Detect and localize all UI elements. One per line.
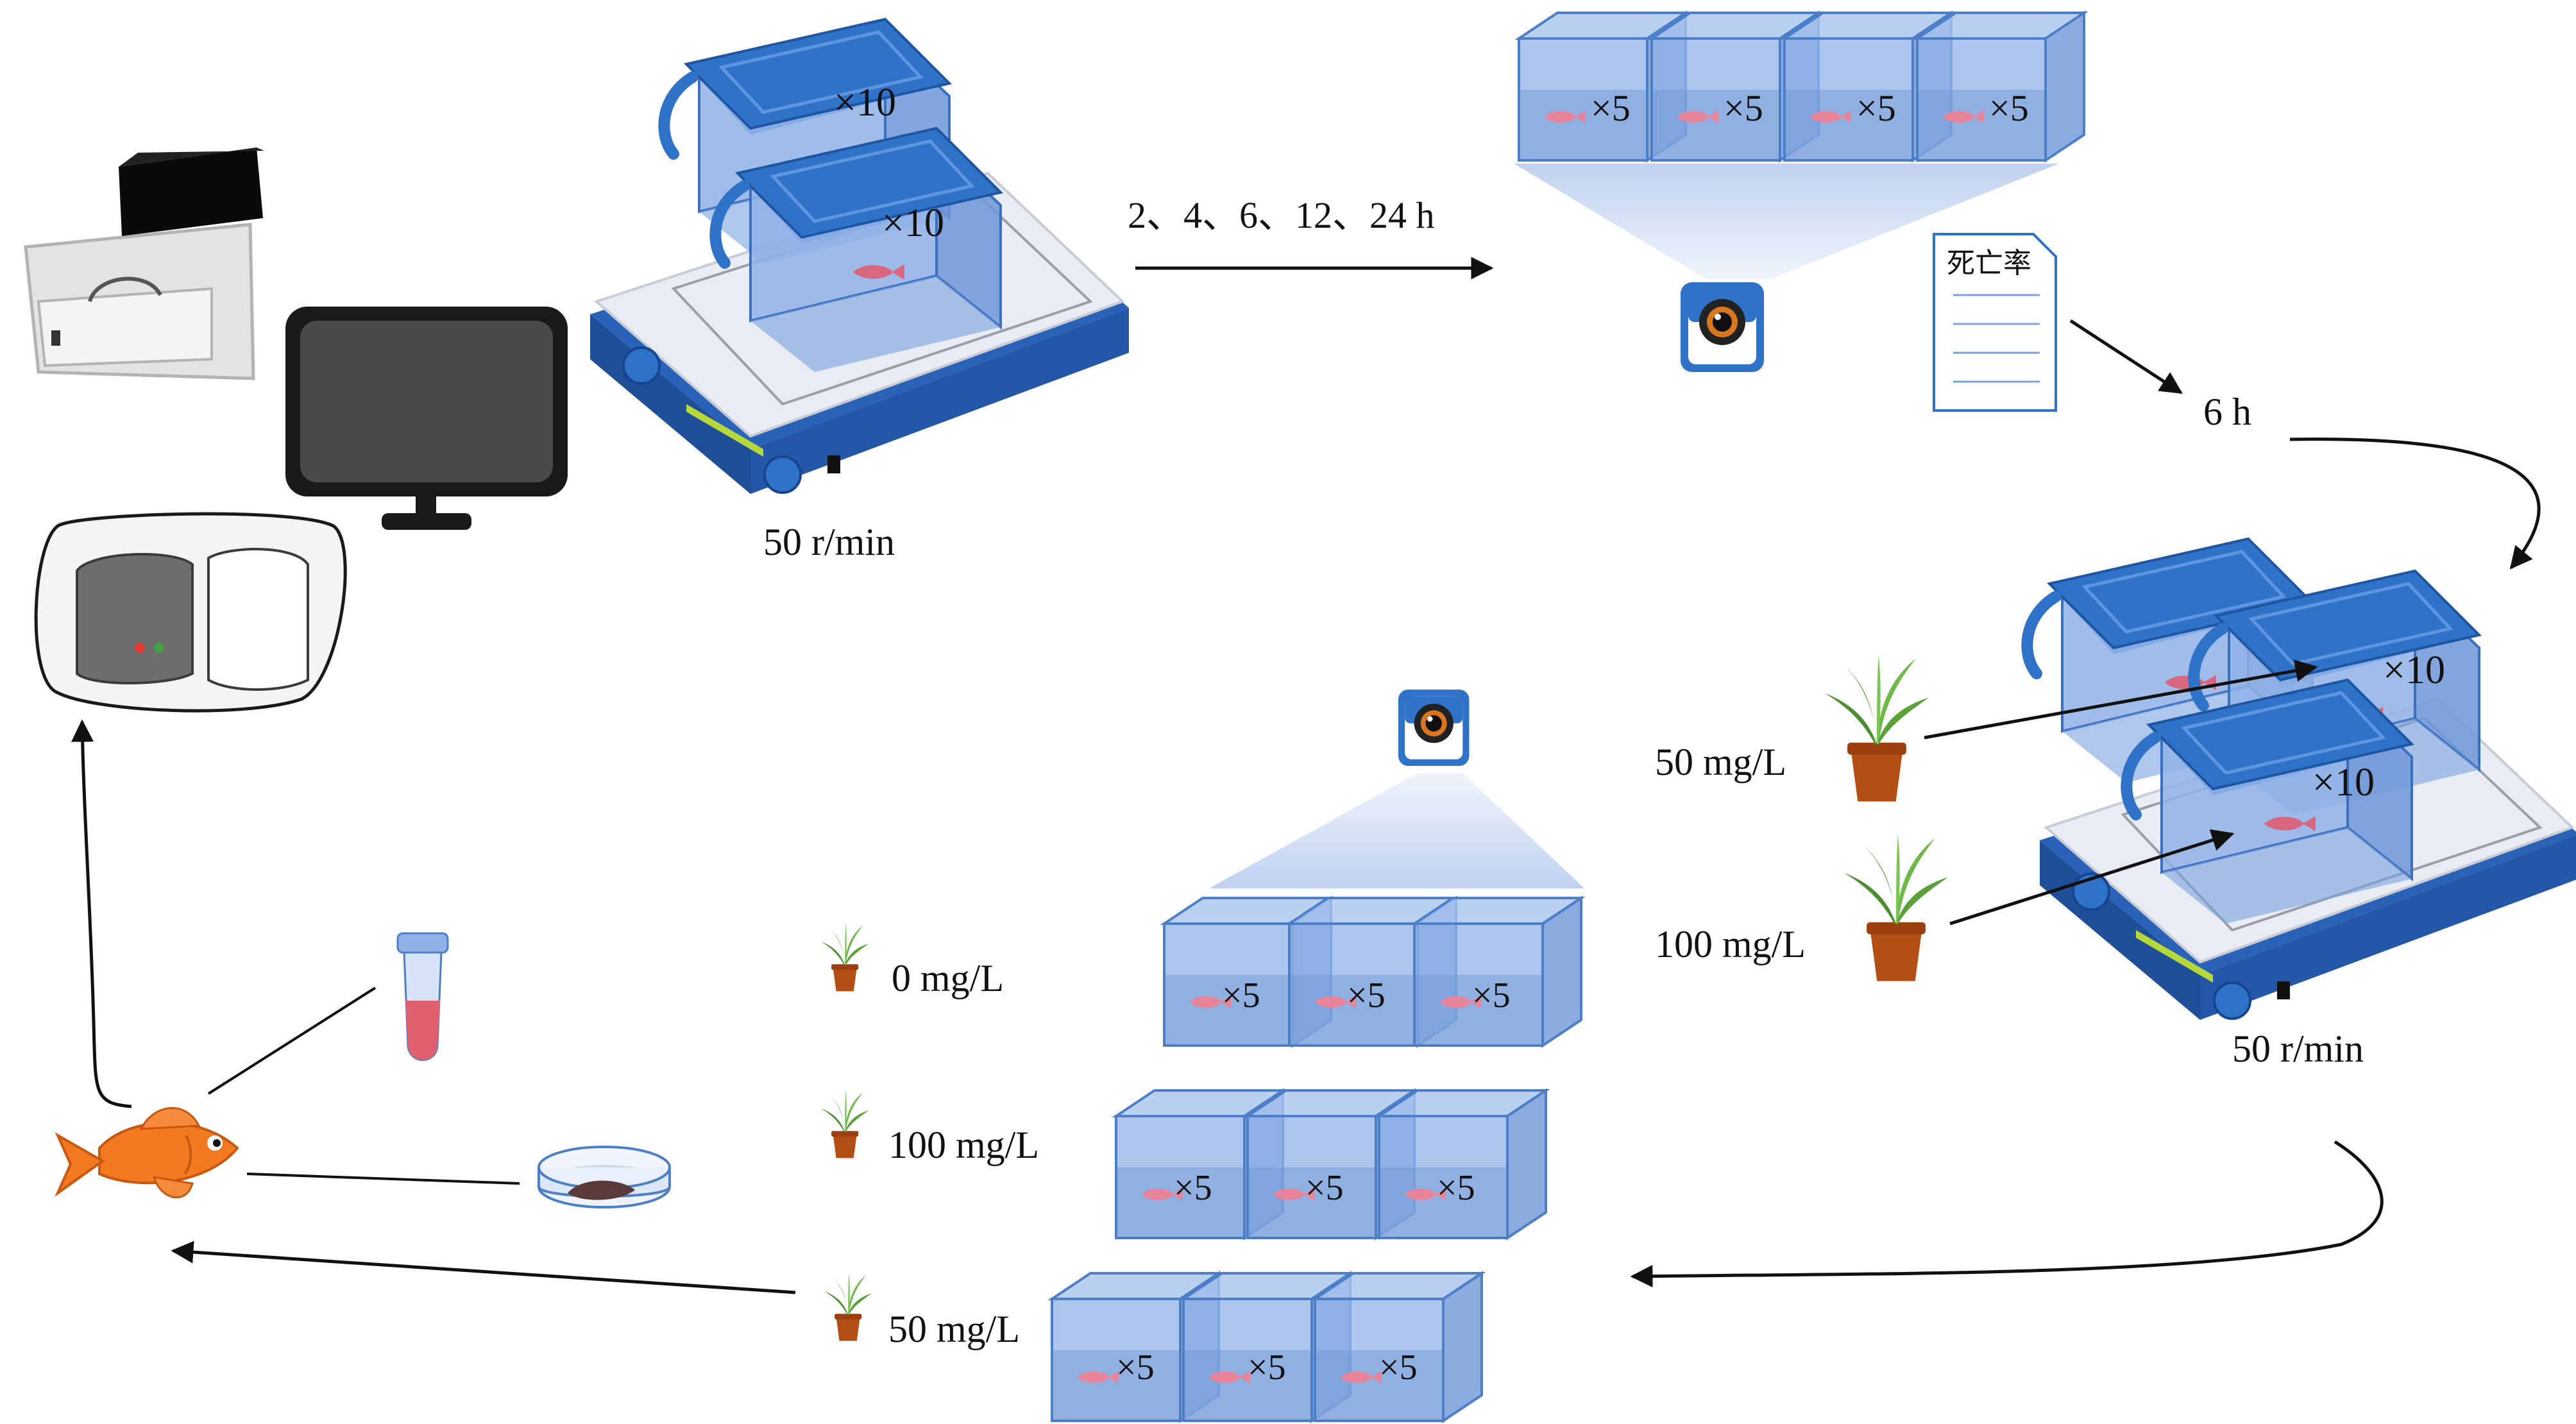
- tank-row-top: [1518, 12, 2085, 162]
- plant-icon: [1825, 654, 1929, 802]
- stage1-times-label: 2、4、6、12、24 h: [1128, 194, 1435, 236]
- tank-count: ×5: [1437, 1168, 1475, 1208]
- tank-count: ×5: [1989, 87, 2029, 129]
- document-icon: [1933, 233, 2057, 412]
- tank-count: ×5: [1347, 976, 1385, 1015]
- shaker-box-count: ×10: [2312, 761, 2375, 804]
- monitor-icon: [285, 307, 568, 530]
- tank-row-100: [1115, 1089, 1547, 1239]
- mortality-label: 死亡率: [1947, 247, 2031, 280]
- dish-link: [246, 1173, 520, 1185]
- plant-icon: [824, 1273, 872, 1341]
- plant-icon: [821, 924, 869, 992]
- tank-count: ×5: [1591, 87, 1631, 129]
- tank-count: ×5: [1305, 1168, 1344, 1208]
- tank-count: ×5: [1116, 1348, 1155, 1387]
- dose-arrow: [1949, 829, 2235, 926]
- tank-count: ×5: [1222, 976, 1260, 1015]
- tank-row-0: [1163, 897, 1582, 1047]
- tank-count: ×5: [1248, 1348, 1286, 1387]
- shaker-box-count: ×10: [834, 81, 896, 124]
- stage1-speed-label: 50 r/min: [763, 521, 895, 563]
- stage2-time-label: 6 h: [2203, 391, 2251, 433]
- curve-arrow-bottom: [1630, 1140, 2384, 1288]
- to-fish-arrow: [171, 1241, 796, 1294]
- computer-icon: [24, 148, 264, 380]
- camera-icon: [1681, 282, 1764, 372]
- analyzer-icon: [34, 512, 347, 713]
- mortality-arrow: [2069, 319, 2183, 394]
- tank-count: ×5: [1856, 87, 1896, 129]
- fish-icon: [55, 1107, 239, 1199]
- tank-count: ×5: [1174, 1168, 1212, 1208]
- tube-link: [207, 987, 377, 1095]
- tube-icon: [396, 932, 449, 1061]
- shaker-box-count: ×10: [2383, 648, 2445, 692]
- return-arrow: [71, 719, 132, 1108]
- plant-icon: [821, 1090, 869, 1158]
- stage3-dose-50-label: 50 mg/L: [888, 1308, 1020, 1350]
- camera-icon: [1398, 690, 1470, 766]
- dose-arrow: [1924, 659, 2318, 740]
- stage2-speed-label: 50 r/min: [2232, 1028, 2364, 1070]
- camera-beam: [1209, 773, 1584, 888]
- stage3-dose-0-label: 0 mg/L: [892, 957, 1004, 999]
- stage2-dose-50-label: 50 mg/L: [1655, 741, 1786, 783]
- shaker-box-count: ×10: [882, 201, 944, 245]
- curve-arrow-right: [2289, 437, 2541, 570]
- tank-count: ×5: [1379, 1348, 1418, 1387]
- tank-count: ×5: [1472, 976, 1511, 1015]
- plant-icon: [1844, 834, 1948, 981]
- stage3-dose-100-label: 100 mg/L: [888, 1124, 1039, 1166]
- tank-count: ×5: [1724, 87, 1763, 129]
- stage2-dose-100-label: 100 mg/L: [1655, 923, 1806, 965]
- petri-dish-icon: [538, 1146, 671, 1208]
- tank-row-50: [1051, 1272, 1483, 1422]
- shaker-icon: [2027, 539, 2576, 1021]
- camera-beam: [1514, 164, 2059, 279]
